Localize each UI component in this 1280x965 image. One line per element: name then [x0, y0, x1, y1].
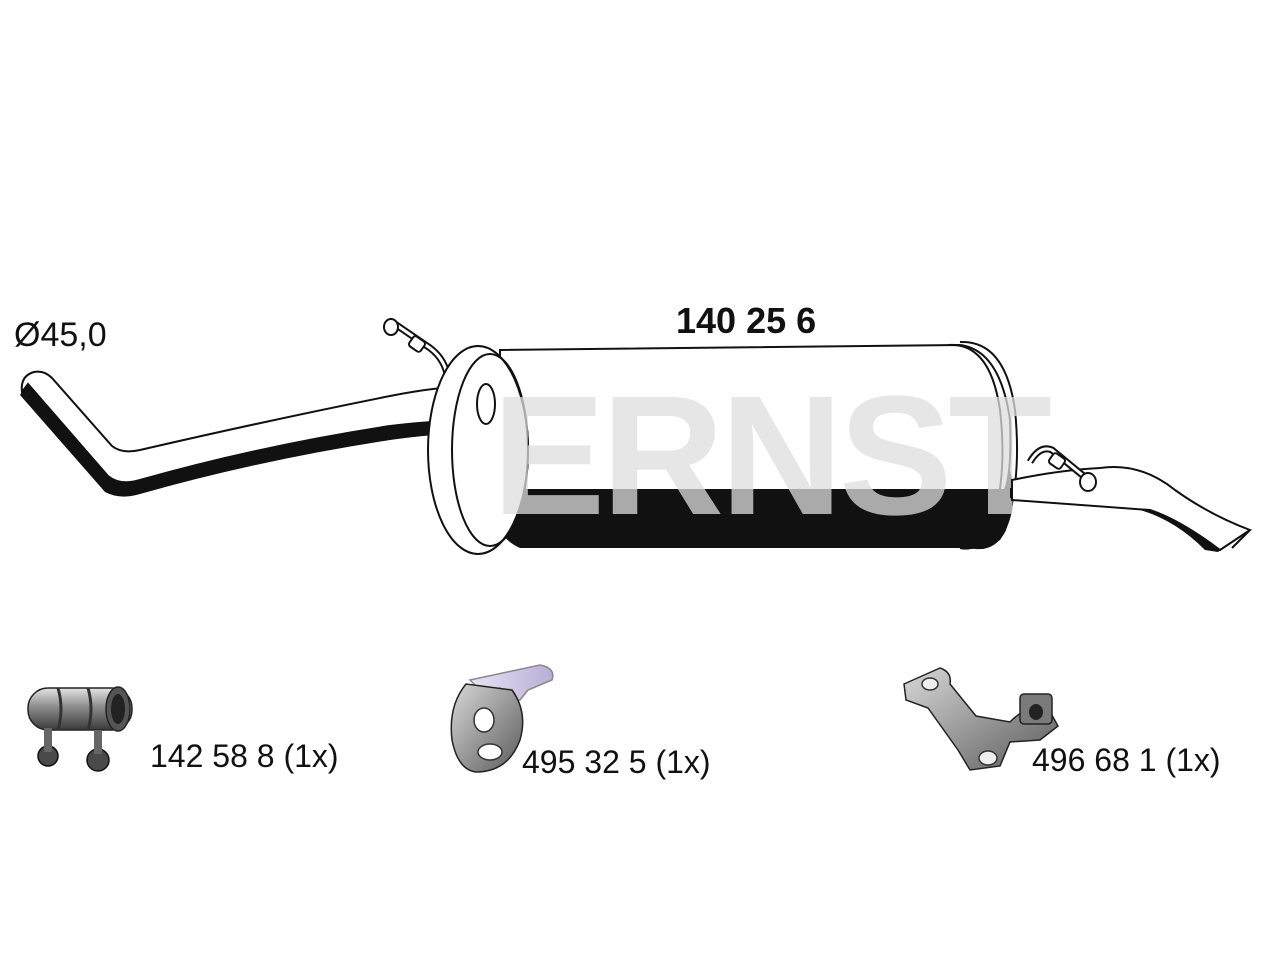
- hanger-rod-right: [1026, 445, 1097, 492]
- hanger-rod-left: [383, 318, 452, 381]
- accessory-label-mounting-bracket: 496 68 1 (1x): [1032, 742, 1221, 778]
- main-part-number: 140 25 6: [676, 300, 817, 341]
- pipe-clamp-icon: [27, 686, 133, 772]
- front-pipe: [20, 370, 491, 497]
- mounting-bracket-icon: [903, 667, 1059, 771]
- pipe-diameter-label: Ø45,0: [14, 316, 107, 354]
- accessory-label-pipe-clamp: 142 58 8 (1x): [150, 738, 339, 774]
- rubber-hanger-icon: [450, 664, 554, 773]
- tailpipe: [1010, 465, 1253, 552]
- rear-muffler: [427, 340, 1019, 555]
- accessory-label-rubber-hanger: 495 32 5 (1x): [522, 744, 711, 780]
- ernst-watermark: ERNST: [492, 361, 1051, 551]
